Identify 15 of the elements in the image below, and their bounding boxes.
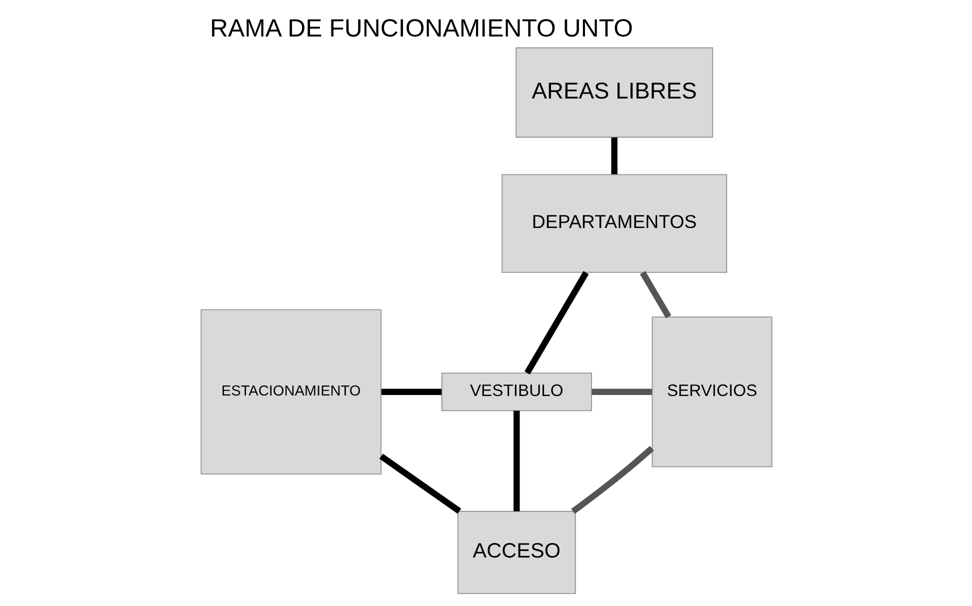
node-box: ESTACIONAMIENTO bbox=[200, 309, 381, 475]
connector bbox=[610, 138, 617, 174]
connector bbox=[524, 271, 588, 374]
connector bbox=[380, 388, 442, 395]
connector bbox=[513, 410, 520, 512]
connector bbox=[378, 454, 461, 514]
connector bbox=[591, 388, 652, 395]
node-box: SERVICIOS bbox=[651, 316, 772, 468]
connector bbox=[570, 446, 654, 514]
node-box: ACCESO bbox=[456, 510, 576, 594]
diagram-title: RAMA DE FUNCIONAMIENTO UNTO bbox=[210, 14, 633, 43]
node-box: DEPARTAMENTOS bbox=[501, 174, 727, 273]
node-box: VESTIBULO bbox=[440, 372, 592, 412]
connector bbox=[639, 271, 671, 318]
node-box: AREAS LIBRES bbox=[515, 47, 713, 138]
